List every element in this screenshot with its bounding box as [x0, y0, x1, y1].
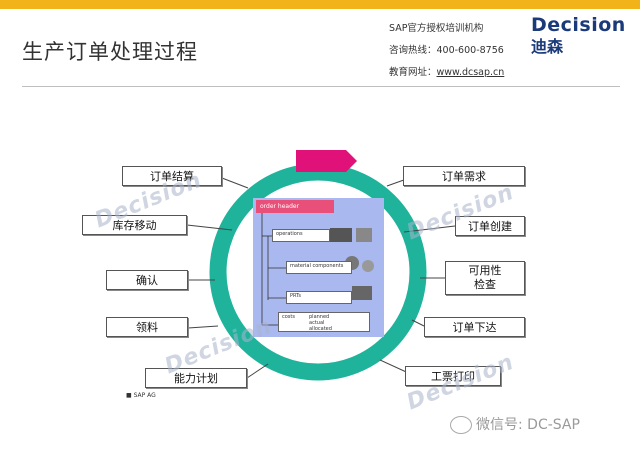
operations-box: operations	[272, 229, 330, 242]
step-availability-line2: 检查	[474, 278, 496, 291]
contact-web-link[interactable]: www.dcsap.cn	[436, 67, 505, 78]
step-availability-line1: 可用性	[468, 264, 502, 277]
step-availability-check: 可用性 检查	[445, 261, 525, 295]
contact-info: SAP官方授权培训机构 咨询热线：400-600-8756 教育网址：www.d…	[389, 18, 504, 84]
step-ticket-printing: 工票打印	[405, 366, 501, 386]
step-inventory-movement: 库存移动	[82, 215, 187, 235]
order-tree-lines	[261, 213, 286, 326]
step-order-creation: 订单创建	[455, 216, 525, 236]
wechat-label: 微信号: DC-SAP	[476, 417, 580, 433]
start-arrow	[296, 150, 357, 172]
step-order-demand: 订单需求	[403, 166, 525, 186]
step-order-release: 订单下达	[424, 317, 525, 337]
costs-detail: planned actual allocated	[309, 314, 332, 332]
contact-web-label: 教育网址：	[389, 67, 437, 78]
costs-label: costs	[282, 314, 295, 320]
brand-name-cn: 迪森	[531, 37, 564, 56]
top-accent-bar	[0, 0, 640, 9]
contact-line-phone: 咨询热线：400-600-8756	[389, 45, 504, 56]
order-header-box: order header	[256, 200, 334, 213]
contact-line-org: SAP官方授权培训机构	[389, 23, 484, 34]
header-divider	[22, 86, 620, 87]
step-capacity-planning: 能力计划	[145, 368, 247, 388]
step-order-settlement: 订单结算	[122, 166, 222, 186]
costs-box: costs planned actual allocated	[278, 312, 370, 332]
page-title: 生产订单处理过程	[22, 40, 198, 64]
prts-box: PRTs	[286, 291, 352, 304]
brand-name-en: Decision	[531, 14, 626, 36]
costs-allocated: allocated	[309, 326, 332, 332]
wechat-id: 微信号: DC-SAP	[450, 414, 580, 434]
wechat-icon	[450, 416, 472, 434]
contact-line-web: 教育网址：www.dcsap.cn	[389, 62, 504, 84]
costs-actual: actual	[309, 320, 325, 326]
material-components-box: material components	[286, 261, 352, 274]
brand-logo: Decision 迪森	[531, 14, 626, 57]
step-confirmation: 确认	[106, 270, 188, 290]
costs-planned: planned	[309, 314, 330, 320]
sap-copyright: ■ SAP AG	[126, 392, 156, 399]
step-material-issue: 领料	[106, 317, 188, 337]
